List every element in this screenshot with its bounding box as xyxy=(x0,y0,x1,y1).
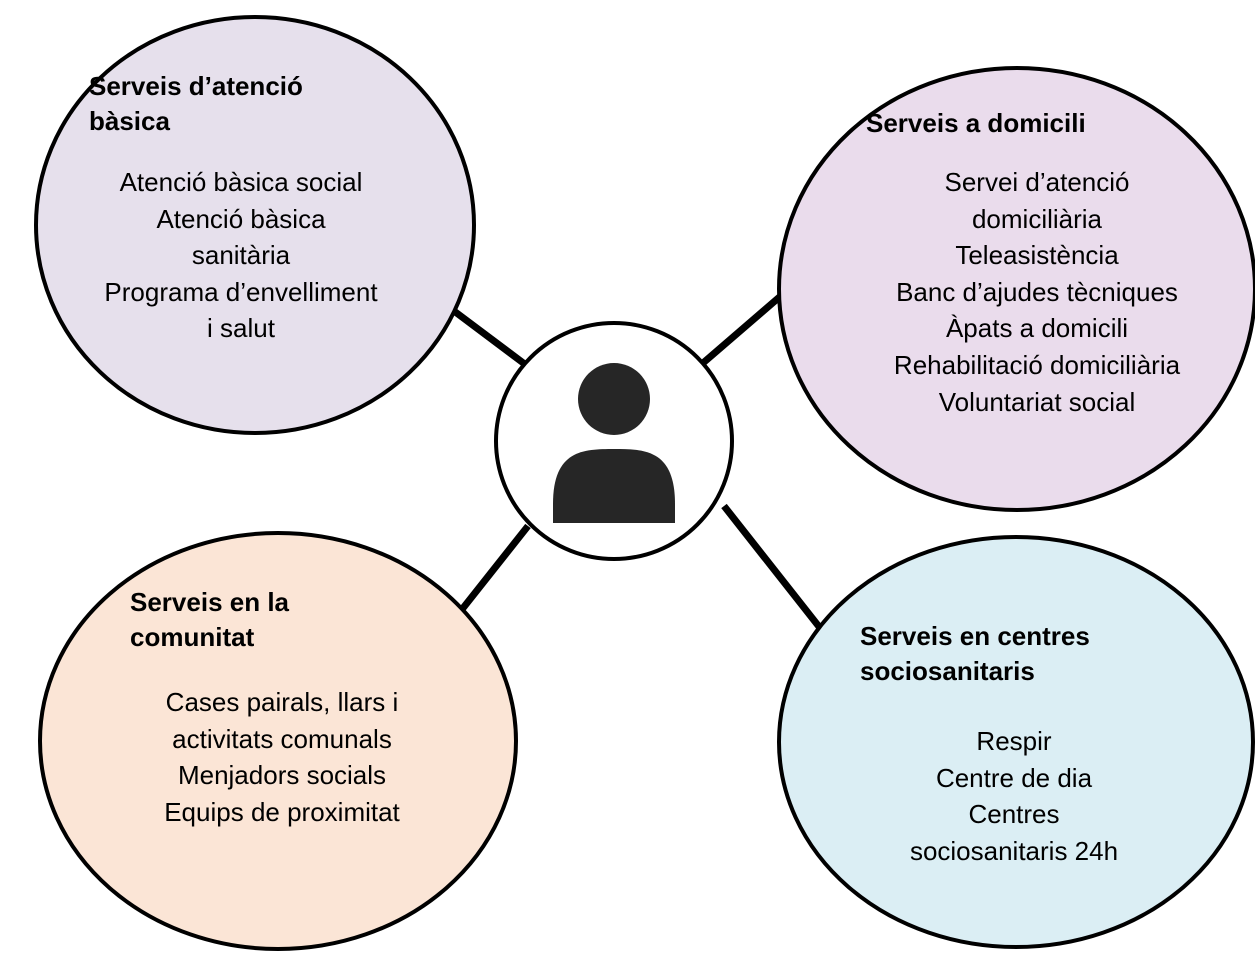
list-item: Equips de proximitat xyxy=(164,796,400,827)
node-title-line: Serveis en centres xyxy=(860,621,1090,651)
list-item: Àpats a domicili xyxy=(945,313,1129,344)
list-item: Teleasistència xyxy=(955,240,1119,271)
center-circle xyxy=(494,321,734,561)
list-item: i salut xyxy=(207,313,275,344)
list-item: Atenció bàsica xyxy=(156,203,326,234)
node-circle-care-centres xyxy=(777,535,1255,949)
list-item: activitats comunals xyxy=(172,723,392,754)
node-items-care-centres: Respir Centre de dia Centres sociosanita… xyxy=(864,723,1164,869)
list-item: Cases pairals, llars i xyxy=(165,687,399,717)
connector-top-right xyxy=(700,291,786,366)
person-icon xyxy=(553,363,675,523)
list-item: Atenció bàsica social xyxy=(119,167,363,197)
node-title-basic-care: Serveis d’atenció bàsica xyxy=(89,69,389,139)
list-item: Respir xyxy=(976,726,1052,756)
node-circle-community xyxy=(38,531,518,951)
list-item: Menjadors socials xyxy=(177,760,387,791)
list-item: Programa d’envelliment xyxy=(104,276,378,307)
connector-bottom-left xyxy=(449,523,531,625)
list-item: domiciliària xyxy=(971,203,1103,234)
node-title-line: Serveis d’atenció xyxy=(89,71,303,101)
node-title-line: comunitat xyxy=(130,622,255,652)
node-title-home-services: Serveis a domicili xyxy=(866,106,1186,141)
node-items-home-services: Servei d’atenció domiciliària Teleasistè… xyxy=(856,164,1218,420)
list-item: sociosanitaris 24h xyxy=(909,835,1119,866)
node-items-community: Cases pairals, llars i activitats comuna… xyxy=(117,684,447,830)
list-item: sanitària xyxy=(191,240,291,271)
list-item: Servei d’atenció xyxy=(944,167,1130,197)
node-title-line: bàsica xyxy=(89,106,170,136)
list-item: Centres xyxy=(968,799,1060,830)
node-title-line: Serveis en la xyxy=(130,587,289,617)
connector-bottom-right xyxy=(721,503,827,636)
list-item: Rehabilitació domiciliària xyxy=(893,349,1181,380)
list-item: Centre de dia xyxy=(935,762,1093,793)
node-title-care-centres: Serveis en centres sociosanitaris xyxy=(860,619,1180,689)
node-circle-basic-care xyxy=(34,15,476,435)
node-title-line: sociosanitaris xyxy=(860,656,1035,686)
node-title-community: Serveis en la comunitat xyxy=(130,585,430,655)
node-items-basic-care: Atenció bàsica social Atenció bàsica san… xyxy=(60,164,422,347)
list-item: Voluntariat social xyxy=(938,386,1136,417)
node-title-line: Serveis a domicili xyxy=(866,108,1086,138)
list-item: Banc d’ajudes tècniques xyxy=(896,276,1178,307)
node-circle-home-services xyxy=(777,66,1255,512)
